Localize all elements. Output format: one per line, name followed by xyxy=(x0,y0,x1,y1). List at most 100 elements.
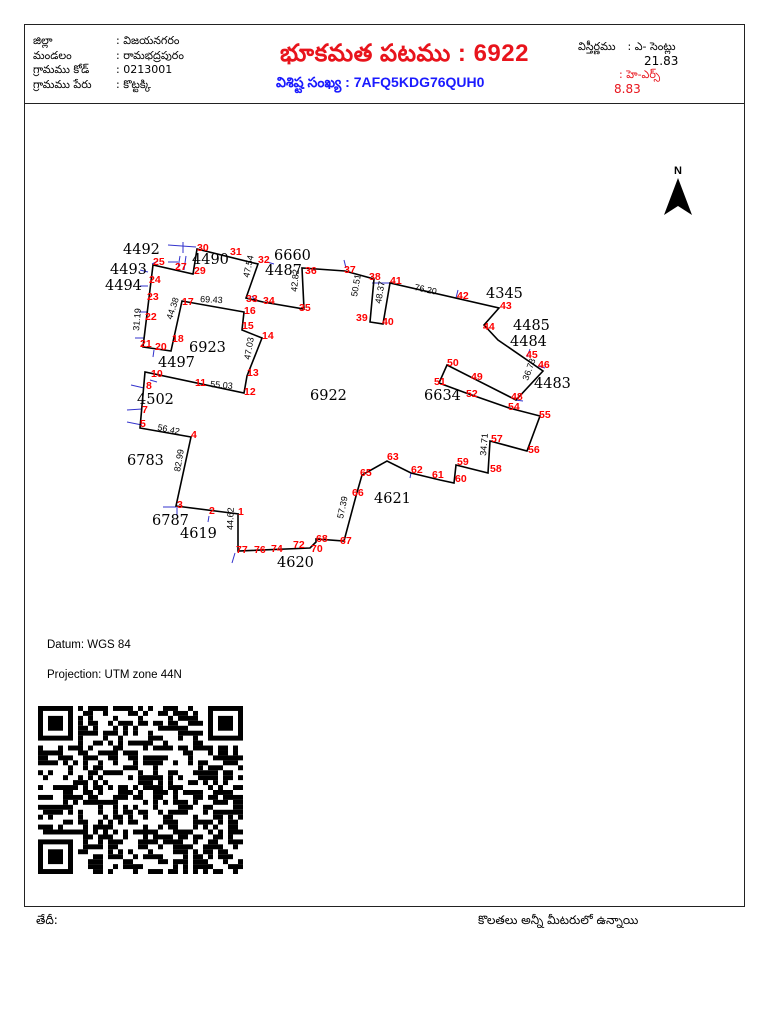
vertex-label: 39 xyxy=(356,312,368,324)
parcel-label: 4483 xyxy=(534,376,571,392)
vertex-label: 74 xyxy=(271,543,283,555)
vertex-label: 61 xyxy=(432,469,444,481)
vertex-label: 77 xyxy=(236,544,248,556)
vertex-label: 58 xyxy=(490,463,502,475)
vertex-label: 76 xyxy=(254,544,266,556)
vertex-label: 56 xyxy=(528,444,540,456)
vertex-label: 14 xyxy=(262,330,274,342)
parcel-label: 4490 xyxy=(192,252,229,268)
vertex-label: 15 xyxy=(242,320,254,332)
vertex-label: 32 xyxy=(258,254,270,266)
parcel-label: 4345 xyxy=(486,286,523,302)
vertex-label: 50 xyxy=(447,357,459,369)
distance-label: 69.43 xyxy=(200,294,223,305)
vertex-label: 62 xyxy=(411,464,423,476)
village-code-value: : 0213001 xyxy=(116,63,173,76)
vertex-label: 45 xyxy=(526,349,538,361)
distance-label: 55.03 xyxy=(210,379,233,391)
area-value-acres: 21.83 xyxy=(644,54,679,68)
distance-label: 47.03 xyxy=(242,336,256,360)
parcel-label: 6923 xyxy=(189,340,226,356)
parcel-label: 4497 xyxy=(158,355,195,371)
vertex-label: 44 xyxy=(483,321,495,333)
mandal-row: మండలం : రామభద్రపురం xyxy=(33,49,184,64)
vertex-label: 65 xyxy=(360,467,372,479)
vertex-label: 54 xyxy=(508,401,520,413)
parcel-label: 4484 xyxy=(510,334,547,350)
distance-label: 50.51 xyxy=(349,273,363,297)
mandal-value: : రామభద్రపురం xyxy=(116,48,184,62)
vertex-label: 20 xyxy=(155,341,167,353)
vertex-label: 1 xyxy=(238,506,244,518)
vertex-label: 12 xyxy=(244,386,256,398)
page-title: భూకమత పటము : 6922 xyxy=(280,40,529,67)
parcel-label: 4619 xyxy=(180,526,217,542)
parcel-label: 4494 xyxy=(105,278,142,294)
distance-label: 48.37 xyxy=(373,280,387,304)
distance-label: 57.39 xyxy=(335,495,349,519)
parcel-label: 4492 xyxy=(123,242,160,258)
village-code-row: గ్రామము కోడ్: 0213001 xyxy=(33,63,184,78)
vertex-label: 27 xyxy=(175,261,187,273)
unique-id: విశిష్ట సంఖ్య : 7AFQ5KDG76QUH0 xyxy=(276,74,485,90)
distance-label: 47.54 xyxy=(241,254,255,278)
distance-label: 44.62 xyxy=(225,507,236,530)
parcel-label: 4493 xyxy=(110,262,147,278)
vertex-label: 16 xyxy=(244,305,256,317)
village-name-label: గ్రామము పేరు xyxy=(33,77,92,91)
parcel-label: 4621 xyxy=(374,491,411,507)
vertex-label: 52 xyxy=(466,388,478,400)
north-arrow-icon: N xyxy=(664,165,692,215)
vertex-label: 29 xyxy=(194,265,206,277)
parcel-label: 6660 xyxy=(274,248,311,264)
vertex-label: 60 xyxy=(455,473,467,485)
mandal-label: మండలం xyxy=(33,48,72,62)
village-name-value: : కొట్టక్కి xyxy=(116,77,151,91)
vertex-label: 46 xyxy=(538,359,550,371)
distance-label: 56.42 xyxy=(157,422,181,436)
units-note: కొలతలు అన్నీ మీటరులో ఉన్నాయి xyxy=(478,913,639,927)
distance-label: 31.19 xyxy=(131,308,143,331)
vertex-label: 22 xyxy=(145,311,157,323)
district-value: : విజయనగరం xyxy=(116,34,180,47)
north-arrow: N xyxy=(660,160,696,220)
svg-text:N: N xyxy=(674,165,682,177)
vertex-label: 11 xyxy=(195,377,206,389)
area-info: విస్తీర్ణము : ఎ- సెంట్లు 21.83 : హె-ఎర్స… xyxy=(578,40,678,96)
vertex-label: 24 xyxy=(149,274,161,286)
parcel-label: 6634 xyxy=(424,388,461,404)
vertex-label: 34 xyxy=(263,295,275,307)
vertex-label: 7 xyxy=(142,404,148,416)
area-label: విస్తీర్ణము xyxy=(578,40,616,53)
vertex-label: 17 xyxy=(182,296,194,308)
header-divider xyxy=(24,103,745,104)
parcel-label: 6783 xyxy=(127,453,164,469)
vertex-label: 37 xyxy=(344,264,356,276)
parcel-label: 4620 xyxy=(277,555,314,571)
parcel-label: 4502 xyxy=(137,392,174,408)
vertex-label: 25 xyxy=(153,256,165,268)
distance-label: 76.20 xyxy=(414,282,438,296)
vertex-label: 55 xyxy=(539,409,551,421)
vertex-label: 8 xyxy=(146,380,152,392)
parcel-label: 4487 xyxy=(265,263,302,279)
vertex-label: 18 xyxy=(172,333,184,345)
document-frame xyxy=(24,24,745,907)
vertex-label: 68 xyxy=(316,533,328,545)
vertex-label: 49 xyxy=(471,371,483,383)
area-unit-hectares: : హె-ఎర్స్ xyxy=(619,68,661,81)
vertex-label: 40 xyxy=(382,316,394,328)
district-label: జిల్లా xyxy=(33,34,53,47)
vertex-label: 4 xyxy=(191,429,197,441)
vertex-label: 67 xyxy=(340,535,352,547)
vertex-label: 13 xyxy=(247,367,259,379)
vertex-label: 70 xyxy=(311,543,323,555)
vertex-label: 3 xyxy=(177,499,183,511)
distance-label: 34.71 xyxy=(478,433,490,456)
vertex-label: 48 xyxy=(511,391,523,403)
parcel-label: 6922 xyxy=(310,388,347,404)
distance-label: 42.82 xyxy=(289,269,301,292)
vertex-label: 41 xyxy=(390,275,402,287)
datum-text: Datum: WGS 84 xyxy=(47,639,131,651)
vertex-label: 66 xyxy=(352,487,364,499)
